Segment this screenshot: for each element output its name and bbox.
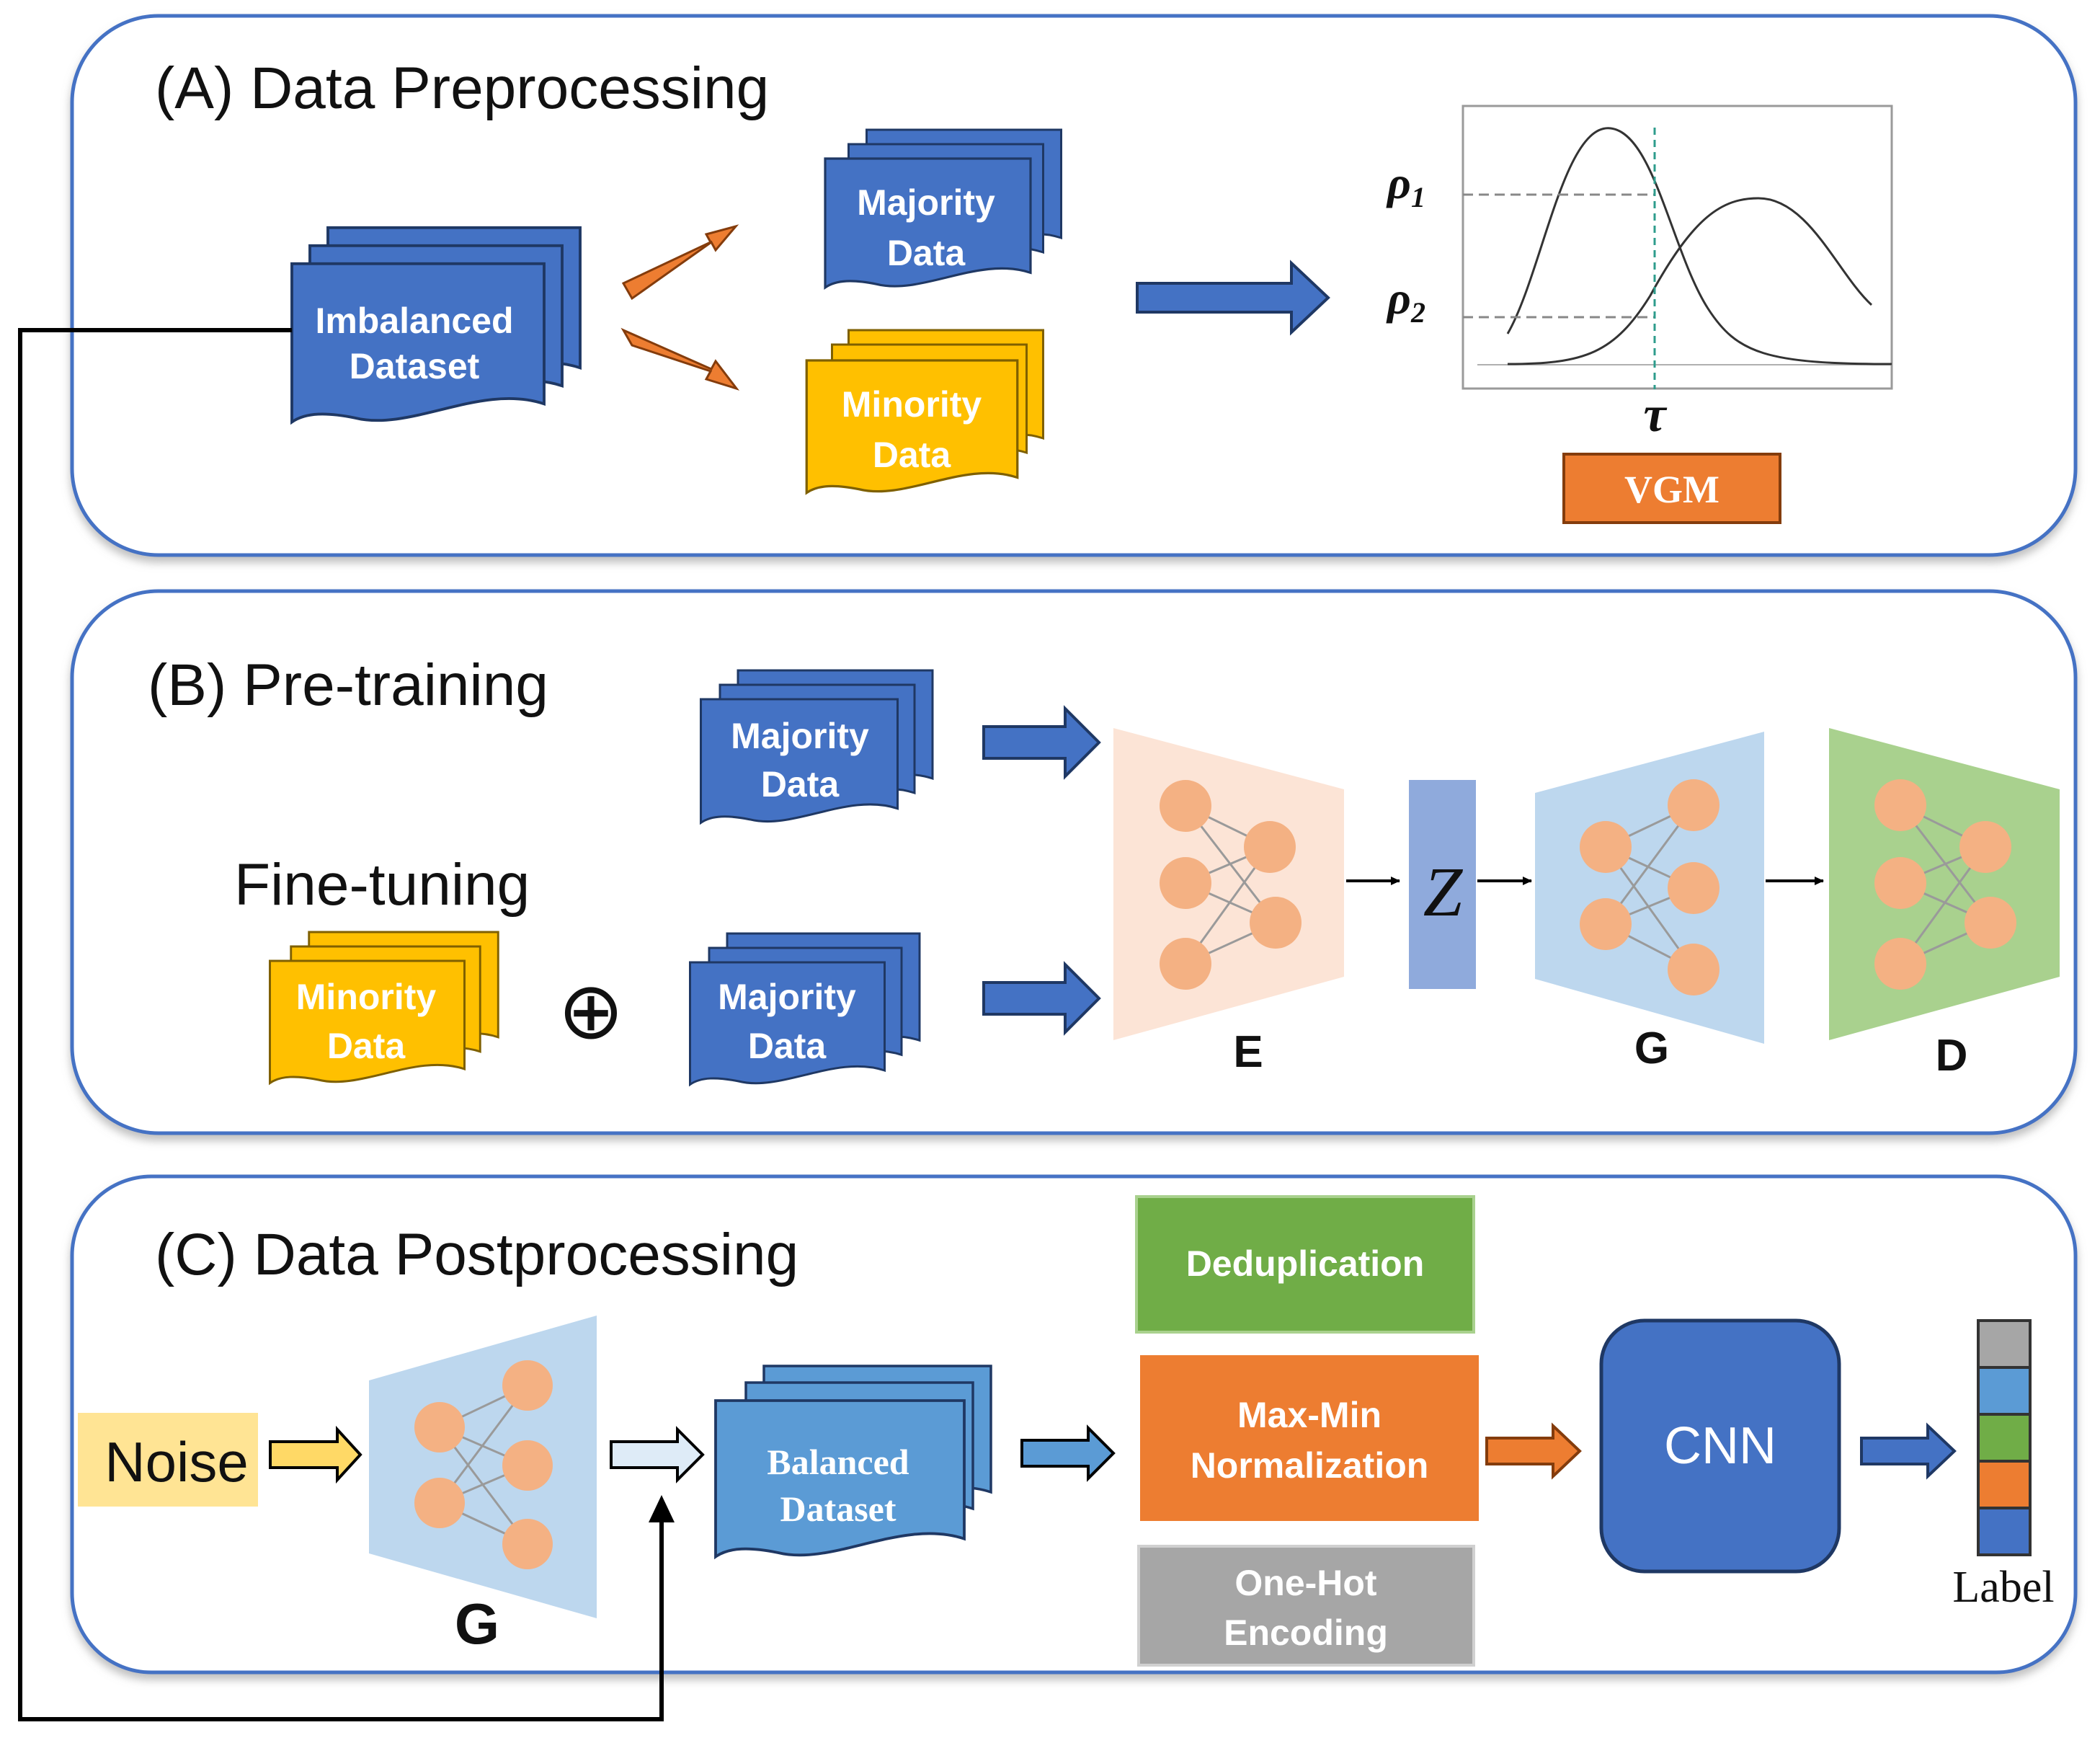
deduplication-label: Deduplication (1186, 1243, 1425, 1284)
label-cell-1 (1977, 1319, 2032, 1369)
panel-a-data-preprocessing: (A) Data Preprocessing Imbalanced Datase… (70, 14, 2078, 557)
majority-label-line1: Majority (857, 182, 995, 223)
arrow-g-to-balanced (610, 1426, 705, 1483)
encoder-network: E (1113, 728, 1344, 1077)
encoder-label: E (1233, 1027, 1263, 1077)
postproc-generator: G (369, 1316, 597, 1656)
rho1-symbol: ρ1 (1386, 157, 1425, 213)
arrow-to-encoder-top (982, 705, 1101, 780)
generator-nodes (1580, 779, 1719, 995)
oplus-symbol: ⊕ (558, 967, 624, 1055)
balanced-label-line2: Dataset (780, 1489, 896, 1529)
panel-b-pretraining: (B) Pre-training Fine-tuning Majority Da… (70, 589, 2078, 1135)
finetune-majority-line1: Majority (718, 977, 856, 1017)
arrow-to-vgm (1136, 260, 1330, 336)
finetune-minority-line2: Data (327, 1026, 406, 1066)
panel-c-postprocessing: (C) Data Postprocessing Noise G (70, 1174, 2078, 1675)
arrow-balanced-to-preproc (1020, 1424, 1116, 1482)
gaussian-2 (1507, 197, 1873, 365)
split-arrow-up (621, 224, 739, 301)
imbalanced-label-line1: Imbalanced (315, 301, 513, 341)
label-caption: Label (1952, 1563, 2054, 1612)
onehot-label-line2: Encoding (1224, 1613, 1388, 1653)
label-cell-5 (1977, 1507, 2032, 1556)
maxmin-normalization-box: Max-Min Normalization (1140, 1355, 1479, 1521)
rho2-symbol: ρ2 (1386, 272, 1425, 329)
cnn-box: CNN (1599, 1318, 1841, 1574)
split-arrow-down (620, 327, 740, 391)
pretrain-majority-doc: Majority Data (699, 669, 934, 825)
balanced-label-line1: Balanced (767, 1442, 909, 1482)
finetune-majority-doc: Majority Data (688, 932, 921, 1086)
encoder-nodes (1160, 780, 1302, 990)
discriminator-network: D (1829, 728, 2060, 1081)
deduplication-box: Deduplication (1135, 1195, 1475, 1334)
arrow-noise-to-g (269, 1425, 362, 1484)
fine-tuning-title: Fine-tuning (234, 852, 530, 918)
label-stack: Label (1952, 1319, 2055, 1612)
tau-symbol: τ (1643, 387, 1667, 443)
gaussian-1 (1506, 127, 1892, 365)
label-cell-3 (1977, 1413, 2032, 1463)
discriminator-label: D (1936, 1031, 1968, 1081)
finetune-minority-line1: Minority (296, 977, 437, 1017)
panel-b-title: (B) Pre-training (148, 652, 548, 718)
postproc-generator-label: G (455, 1592, 499, 1656)
label-cell-4 (1977, 1460, 2032, 1509)
label-cell-2 (1977, 1366, 2032, 1416)
postproc-generator-nodes (414, 1360, 553, 1569)
generator-label: G (1634, 1024, 1669, 1073)
onehot-encoding-box: One-Hot Encoding (1137, 1545, 1475, 1667)
vgm-box: VGM (1562, 453, 1781, 524)
latent-label: Z (1423, 853, 1464, 931)
generator-network: G (1535, 732, 1764, 1073)
onehot-label-line1: One-Hot (1234, 1563, 1377, 1603)
vgm-plot-frame (1461, 105, 1893, 390)
panel-c-title: (C) Data Postprocessing (155, 1222, 798, 1287)
arrow-to-encoder-bottom (982, 961, 1101, 1036)
panel-a-title: (A) Data Preprocessing (155, 56, 769, 121)
majority-data-doc: Majority Data (824, 128, 1063, 289)
noise-label: Noise (104, 1430, 248, 1494)
minority-label-line1: Minority (842, 384, 982, 425)
discriminator-nodes (1874, 779, 2016, 990)
minority-label-line2: Data (873, 435, 952, 475)
panel-b-frame (70, 589, 2078, 1135)
latent-z: Z (1409, 780, 1476, 989)
feedback-connector (18, 328, 675, 1721)
maxmin-label-line2: Normalization (1191, 1445, 1429, 1486)
imbalanced-label-line2: Dataset (350, 346, 480, 386)
vgm-label: VGM (1624, 468, 1719, 511)
pretrain-majority-line1: Majority (731, 716, 869, 756)
minority-data-doc: Minority Data (805, 329, 1045, 494)
arrow-preproc-to-cnn (1485, 1422, 1582, 1480)
cnn-label: CNN (1664, 1417, 1776, 1475)
finetune-majority-line2: Data (748, 1026, 827, 1066)
noise-box: Noise (78, 1413, 258, 1507)
arrow-cnn-to-label (1860, 1422, 1957, 1480)
pretrain-majority-line2: Data (761, 764, 840, 804)
balanced-dataset-doc: Balanced Dataset (714, 1365, 992, 1558)
maxmin-label-line1: Max-Min (1237, 1395, 1382, 1435)
imbalanced-dataset-doc: Imbalanced Dataset (290, 226, 582, 424)
majority-label-line2: Data (887, 233, 966, 273)
finetune-minority-doc: Minority Data (268, 931, 499, 1085)
vgm-plot: ρ1 ρ2 τ (1386, 105, 1893, 443)
